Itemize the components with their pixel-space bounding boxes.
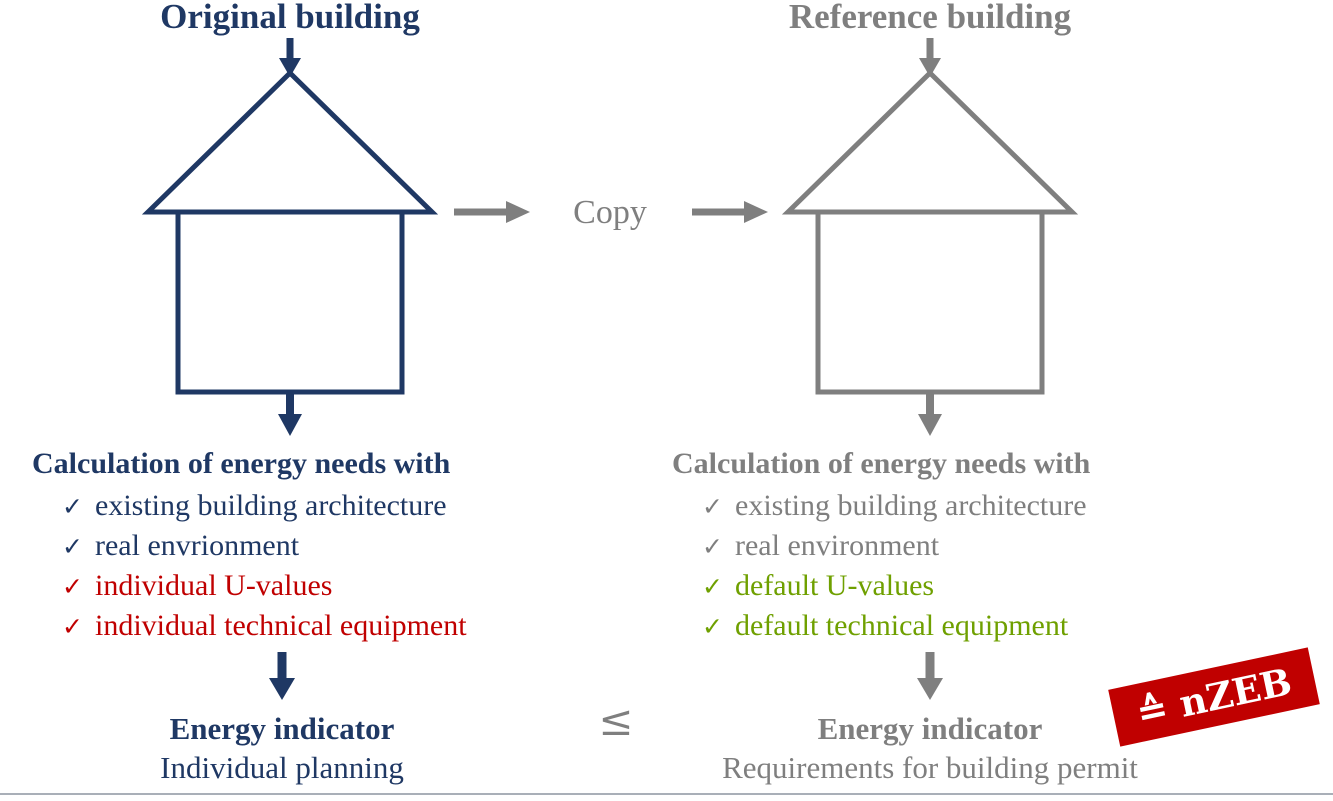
checklist-item-label: real environment: [735, 529, 940, 562]
energy-indicator-left-title: Energy indicator: [169, 711, 395, 746]
calc-heading-left: Calculation of energy needs with: [32, 447, 451, 480]
check-icon: ✓: [62, 572, 83, 601]
down-arrow-icon: [278, 392, 302, 436]
check-icon: ✓: [702, 492, 723, 521]
energy-indicator-left-subtitle: Individual planning: [160, 750, 404, 785]
checklist-item: ✓ default technical equipment: [702, 606, 1087, 646]
checklist-item-label: default U-values: [735, 569, 935, 602]
checklist-left: ✓ existing building architecture ✓ real en…: [62, 486, 467, 646]
checklist-right: ✓ existing building architecture ✓ real en…: [702, 486, 1087, 646]
checklist-item-label: existing building architecture: [735, 489, 1087, 522]
original-house-icon: [141, 38, 439, 436]
reference-house-icon: [781, 38, 1079, 436]
original-building-title: Original building: [160, 0, 420, 36]
checklist-item: ✓ real environment: [702, 526, 1087, 566]
result-arrow-left-icon: [269, 652, 295, 700]
house-roof: [781, 69, 1079, 215]
calc-heading-right: Calculation of energy needs with: [672, 447, 1091, 480]
less-equal-operator: ≤: [598, 696, 634, 745]
checklist-item: ✓ existing building architecture: [62, 486, 467, 526]
house-body: [175, 209, 405, 395]
energy-indicator-right-title: Energy indicator: [817, 711, 1043, 746]
checklist-item-label: individual U-values: [95, 569, 333, 602]
check-icon: ✓: [62, 532, 83, 561]
copy-arrow-right-icon: [692, 201, 768, 223]
house-roof: [141, 69, 439, 215]
down-arrow-icon: [279, 38, 301, 77]
copy-label: Copy: [573, 194, 647, 231]
checklist-item: ✓ individual U-values: [62, 566, 467, 606]
reference-building-title: Reference building: [788, 0, 1072, 36]
checklist-item-label: real envrionment: [95, 529, 300, 562]
checklist-item: ✓ existing building architecture: [702, 486, 1087, 526]
bottom-divider: [0, 793, 1333, 795]
checklist-item: ✓ individual technical equipment: [62, 606, 467, 646]
checklist-item: ✓ real envrionment: [62, 526, 467, 566]
energy-indicator-right-subtitle: Requirements for building permit: [722, 750, 1138, 785]
checklist-item-label: individual technical equipment: [95, 609, 467, 642]
check-icon: ✓: [62, 612, 83, 641]
checklist-item-label: default technical equipment: [735, 609, 1069, 642]
check-icon: ✓: [702, 612, 723, 641]
copy-arrow-left-icon: [454, 201, 530, 223]
nzeb-badge-label: ≙ nZEB: [1132, 659, 1296, 735]
result-arrow-right-icon: [917, 652, 943, 700]
house-body: [815, 209, 1045, 395]
down-arrow-icon: [918, 392, 942, 436]
check-icon: ✓: [702, 532, 723, 561]
checklist-item-label: existing building architecture: [95, 489, 447, 522]
check-icon: ✓: [702, 572, 723, 601]
check-icon: ✓: [62, 492, 83, 521]
nzeb-badge: ≙ nZEB: [1108, 647, 1320, 747]
checklist-item: ✓ default U-values: [702, 566, 1087, 606]
down-arrow-icon: [919, 38, 941, 77]
